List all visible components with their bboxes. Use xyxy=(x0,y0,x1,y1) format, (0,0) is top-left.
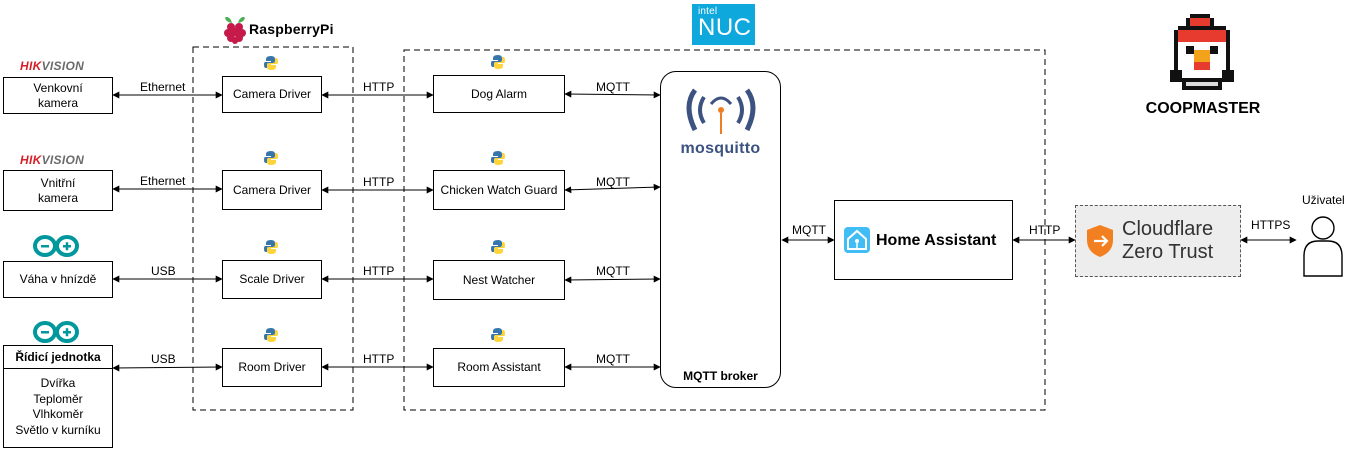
hikvision-logo: HIKVISION xyxy=(20,59,84,73)
driver-camera-2[interactable]: Camera Driver xyxy=(222,170,322,210)
service-label: Nest Watcher xyxy=(462,272,536,287)
mqtt-label: MQTT xyxy=(596,175,630,189)
cloudflare-zero-trust[interactable]: Cloudflare Zero Trust xyxy=(1075,205,1241,277)
control-unit-item: Dvířka xyxy=(40,376,76,390)
driver-label: Room Driver xyxy=(238,360,306,374)
python-icon xyxy=(264,56,278,70)
device-control-unit[interactable]: Řídicí jednotka Dvířka Teploměr Vlhkoměr… xyxy=(3,345,113,448)
raspberry-pi-group xyxy=(192,46,354,411)
control-unit-item: Vlhkoměr xyxy=(32,407,84,421)
http-label: HTTP xyxy=(363,175,395,189)
home-assistant[interactable]: Home Assistant xyxy=(834,200,1013,280)
mqtt-broker[interactable]: mosquitto MQTT broker xyxy=(660,71,781,388)
hikvision-logo: HIKVISION xyxy=(20,153,84,167)
hikvision-logo-hik: HIK xyxy=(20,153,42,167)
link-label: USB xyxy=(151,352,176,366)
link-label: USB xyxy=(151,264,176,278)
driver-scale[interactable]: Scale Driver xyxy=(222,260,322,299)
arduino-icon xyxy=(33,321,79,343)
service-label: Dog Alarm xyxy=(470,86,528,101)
usb-link-2 xyxy=(112,363,223,372)
service-dog-alarm[interactable]: Dog Alarm xyxy=(433,75,565,113)
intel-nuc-group xyxy=(403,49,1046,411)
hikvision-logo-text: HIKVISION xyxy=(20,59,84,73)
service-chicken-watch-guard[interactable]: Chicken Watch Guard xyxy=(433,170,565,210)
python-icon xyxy=(264,240,278,254)
cloudflare-line2: Zero Trust xyxy=(1122,241,1214,263)
home-assistant-icon xyxy=(844,227,870,253)
coopmaster-label: COOPMASTER xyxy=(1145,100,1261,117)
device-outdoor-camera[interactable]: Venkovní kamera xyxy=(3,77,113,114)
service-nest-watcher[interactable]: Nest Watcher xyxy=(433,260,565,300)
control-unit-title: Řídicí jednotka xyxy=(4,346,112,369)
home-assistant-label: Home Assistant xyxy=(876,231,997,249)
device-indoor-camera[interactable]: Vnitřní kamera xyxy=(3,170,113,211)
hikvision-logo-text: HIKVISION xyxy=(20,153,84,167)
cloudflare-shield-icon xyxy=(1087,225,1113,257)
service-label: Chicken Watch Guard xyxy=(440,182,558,197)
driver-label: Camera Driver xyxy=(232,87,311,101)
mqtt-label: MQTT xyxy=(596,80,630,94)
http-label: HTTP xyxy=(363,264,395,278)
mqtt-label: MQTT xyxy=(596,264,630,278)
control-unit-items: Dvířka Teploměr Vlhkoměr Světlo v kurník… xyxy=(4,369,112,438)
user-label: Uživatel xyxy=(1302,193,1345,207)
python-icon xyxy=(491,55,505,69)
intel-brand: intel xyxy=(698,6,718,17)
mqtt-label: MQTT xyxy=(792,223,826,237)
hikvision-logo-vision: VISION xyxy=(41,59,85,73)
http-label: HTTP xyxy=(1029,223,1061,237)
service-room-assistant[interactable]: Room Assistant xyxy=(433,348,565,387)
http-label: HTTP xyxy=(363,80,395,94)
driver-camera-1[interactable]: Camera Driver xyxy=(222,76,322,113)
driver-label: Camera Driver xyxy=(232,182,311,197)
raspberry-icon xyxy=(224,16,246,44)
python-icon xyxy=(264,328,278,342)
mqtt-link-1 xyxy=(564,90,661,99)
raspberry-pi-label: RaspberryPi xyxy=(249,21,334,37)
link-label: Ethernet xyxy=(140,174,186,188)
control-unit-item: Světlo v kurníku xyxy=(15,422,101,437)
cloudflare-line1: Cloudflare xyxy=(1122,218,1214,240)
mqtt-broker-label: MQTT broker xyxy=(683,369,758,383)
python-icon xyxy=(264,151,278,165)
user-icon xyxy=(1303,216,1343,277)
mqtt-label: MQTT xyxy=(596,352,630,366)
service-label: Room Assistant xyxy=(457,360,541,374)
raspberry-pi-logo: RaspberryPi xyxy=(223,14,334,44)
mosquitto-icon xyxy=(686,88,756,134)
control-unit-item: Teploměr xyxy=(33,391,83,406)
device-label: Venkovní kamera xyxy=(33,80,83,110)
python-icon xyxy=(491,328,505,342)
mosquitto-logo-text: mosquitto xyxy=(680,140,761,157)
driver-label: Scale Driver xyxy=(239,272,305,286)
device-nest-scale[interactable]: Váha v hnízdě xyxy=(3,261,113,298)
http-label: HTTP xyxy=(363,352,395,366)
link-label: Ethernet xyxy=(140,80,186,94)
hikvision-logo-vision: VISION xyxy=(41,153,85,167)
coopmaster-chicken-icon xyxy=(1170,14,1234,90)
driver-room[interactable]: Room Driver xyxy=(222,348,322,387)
intel-nuc-logo: intel NUC xyxy=(692,4,755,45)
hikvision-logo-hik: HIK xyxy=(20,59,42,73)
mqtt-link-2 xyxy=(564,183,661,194)
mqtt-link-3 xyxy=(564,275,661,284)
https-label: HTTPS xyxy=(1251,218,1291,232)
device-label: Vnitřní kamera xyxy=(37,175,78,205)
arduino-icon xyxy=(33,235,79,257)
nuc-product: NUC xyxy=(698,14,752,41)
device-label: Váha v hnízdě xyxy=(19,272,97,286)
python-icon xyxy=(491,151,505,165)
python-icon xyxy=(491,240,505,254)
